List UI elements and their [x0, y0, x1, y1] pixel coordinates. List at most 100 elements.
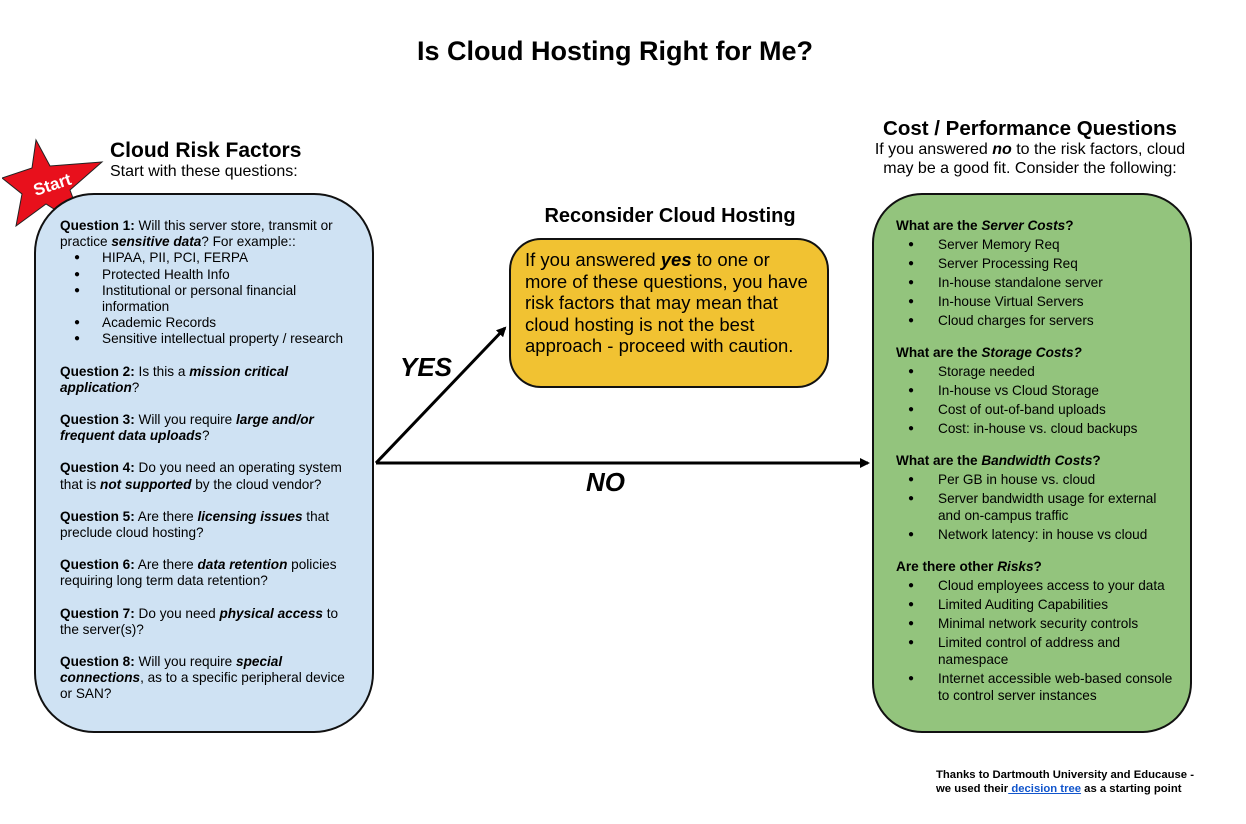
risk-factors-heading: Cloud Risk Factors [110, 139, 302, 162]
text-run: to the risk factors, cloud may be a good… [883, 141, 1186, 177]
emphasis-text: ? [1033, 559, 1042, 574]
emphasis-text: Storage Costs? [981, 345, 1082, 360]
text-run: ? For example:: [201, 234, 296, 250]
emphasis-text: What are the [896, 345, 982, 360]
list-item: Limited control of address and namespace [896, 634, 1176, 668]
text-run: If you answered [874, 141, 993, 158]
emphasis-text: Bandwidth Costs [981, 453, 1093, 468]
emphasis-text: Risks [997, 559, 1034, 574]
question-5: Question 5: Are there licensing issues t… [60, 509, 352, 541]
text-run: ? [131, 379, 140, 395]
list-item: Cost: in-house vs. cloud backups [896, 420, 1176, 437]
emphasis-text: licensing issues [197, 508, 303, 524]
question-4: Question 4: Do you need an operating sys… [60, 460, 352, 492]
risk-factors-box: Question 1: Will this server store, tran… [34, 193, 374, 733]
list-item: HIPAA, PII, PCI, FERPA [60, 250, 352, 266]
cost-section-1: What are the Server Costs? Server Memory … [896, 217, 1176, 329]
list-item: Institutional or personal financial info… [60, 283, 352, 315]
question-label: Question 4: [60, 460, 135, 476]
question-label: Question 8: [60, 654, 135, 670]
text-run: If you answered [525, 249, 661, 270]
text-run: Will you require [134, 412, 237, 428]
emphasis-text: Server Costs [981, 218, 1066, 233]
list-item: Storage needed [896, 363, 1176, 380]
question-8: Question 8: Will you require special con… [60, 654, 352, 703]
emphasis-text: What are the [896, 453, 982, 468]
list-item: Server Processing Req [896, 255, 1176, 272]
star-shape [2, 138, 104, 230]
text-run: Do you need an operating system that is [60, 460, 342, 492]
cost-section-2: What are the Storage Costs? Storage neede… [896, 344, 1176, 437]
example-list: HIPAA, PII, PCI, FERPAProtected Health I… [60, 250, 352, 347]
list-item: Internet accessible web-based console to… [896, 670, 1176, 704]
emphasis-text: mission critical application [60, 363, 289, 395]
emphasis-text: yes [660, 249, 692, 270]
question-label: Question 6: [60, 557, 135, 573]
section-list: Server Memory ReqServer Processing ReqIn… [896, 236, 1176, 329]
section-list: Per GB in house vs. cloudServer bandwidt… [896, 471, 1176, 543]
credit-prefix: we used their [936, 783, 1009, 795]
yes-label: YES [400, 352, 453, 382]
emphasis-text: physical access [219, 605, 323, 621]
emphasis-text: Are there other [896, 559, 998, 574]
list-item: In-house standalone server [896, 274, 1176, 291]
risk-factors-subheading: Start with these questions: [110, 163, 298, 180]
list-item: Limited Auditing Capabilities [896, 596, 1176, 613]
list-item: Cloud employees access to your data [896, 577, 1176, 594]
list-item: Minimal network security controls [896, 615, 1176, 632]
text-run: ? [202, 428, 210, 444]
section-heading: What are the Server Costs? [896, 217, 1176, 234]
text-run: to the server(s)? [60, 605, 339, 637]
question-label: Question 7: [60, 605, 135, 621]
question-7: Question 7: Do you need physical access … [60, 606, 352, 638]
section-list: Cloud employees access to your dataLimit… [896, 577, 1176, 704]
question-label: Question 3: [60, 412, 135, 428]
text-run: that preclude cloud hosting? [60, 508, 329, 541]
page-title: Is Cloud Hosting Right for Me? [417, 36, 813, 66]
text-run: Will you require [134, 654, 237, 670]
section-heading: Are there other Risks? [896, 558, 1176, 575]
cost-section-3: What are the Bandwidth Costs? Per GB in h… [896, 452, 1176, 543]
decision-tree-link[interactable]: decision tree [1008, 783, 1082, 795]
list-item: In-house vs Cloud Storage [896, 382, 1176, 399]
section-list: Storage neededIn-house vs Cloud StorageC… [896, 363, 1176, 437]
emphasis-text: not supported [100, 476, 192, 492]
credit-note: Thanks to Dartmouth University and Educa… [936, 768, 1236, 796]
credit-line-2: we used their decision tree as a startin… [936, 782, 1236, 796]
list-item: Network latency: in house vs cloud [896, 526, 1176, 543]
emphasis-text: ? [1065, 218, 1074, 233]
list-item: In-house Virtual Servers [896, 293, 1176, 310]
emphasis-text: no [992, 141, 1012, 158]
question-2: Question 2: Is this a mission critical a… [60, 364, 352, 396]
emphasis-text: sensitive data [111, 234, 202, 250]
list-item: Server Memory Req [896, 236, 1176, 253]
cost-performance-subheading: If you answered no to the risk factors, … [860, 141, 1200, 178]
start-star-badge: Start [2, 138, 104, 230]
list-item: Cloud charges for servers [896, 312, 1176, 329]
question-label: Question 2: [60, 363, 135, 379]
question-label: Question 1: [60, 218, 135, 233]
text-run: policies requiring long term data retent… [60, 557, 337, 589]
text-run: Are there [134, 508, 198, 524]
list-item: Protected Health Info [60, 267, 352, 283]
text-run: Do you need [134, 605, 220, 621]
list-item: Cost of out-of-band uploads [896, 401, 1176, 418]
text-run: by the cloud vendor? [191, 476, 322, 492]
text-run: , as to a specific peripheral device or … [60, 670, 345, 702]
no-label: NO [586, 467, 625, 497]
question-label: Question 5: [60, 508, 135, 524]
list-item: Server bandwidth usage for external and … [896, 490, 1176, 524]
credit-suffix: as a starting point [1081, 783, 1182, 795]
yes-arrow [374, 326, 507, 465]
text-run: Is this a [134, 363, 190, 379]
section-heading: What are the Storage Costs? [896, 344, 1176, 361]
credit-line-1: Thanks to Dartmouth University and Educa… [936, 769, 1194, 781]
cost-performance-box: What are the Server Costs? Server Memory … [872, 193, 1192, 733]
text-run: Are there [134, 557, 198, 573]
question-1: Question 1: Will this server store, tran… [60, 218, 352, 348]
emphasis-text: special connections [60, 654, 283, 686]
section-heading: What are the Bandwidth Costs? [896, 452, 1176, 469]
cost-section-4: Are there other Risks? Cloud employees ac… [896, 558, 1176, 704]
text-run: to one or more of these questions, you h… [525, 249, 808, 357]
emphasis-text: What are the [896, 218, 982, 233]
